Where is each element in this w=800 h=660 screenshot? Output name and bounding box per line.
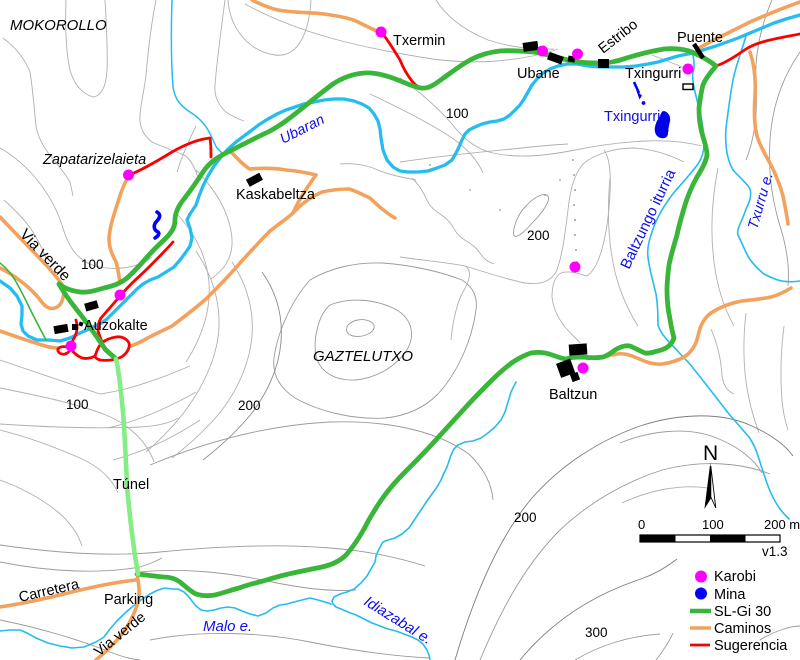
svg-text:Karobi: Karobi [714,569,756,585]
svg-text:Ubane: Ubane [517,66,560,82]
svg-text:Txingurri: Txingurri [625,66,681,82]
svg-text:Túnel: Túnel [113,477,149,493]
svg-text:SL-Gi 30: SL-Gi 30 [714,604,771,620]
svg-text:Txermin: Txermin [393,33,445,49]
svg-text:Baltzun: Baltzun [549,387,597,403]
svg-text:100: 100 [66,397,89,412]
svg-text:Auzokalte: Auzokalte [84,318,148,334]
svg-text:200: 200 [238,398,261,413]
svg-text:v1.3: v1.3 [762,544,788,559]
svg-text:100: 100 [81,257,104,272]
svg-text:200 m: 200 m [764,517,800,532]
svg-text:Sugerencia: Sugerencia [714,638,788,654]
svg-text:Parking: Parking [104,592,153,608]
svg-text:300: 300 [585,625,608,640]
svg-text:Malo e.: Malo e. [203,618,252,635]
svg-text:Zapatarizelaieta: Zapatarizelaieta [42,152,146,168]
svg-text:GAZTELUTXO: GAZTELUTXO [313,348,413,365]
svg-text:MOKOROLLO: MOKOROLLO [10,17,107,34]
svg-text:Puente: Puente [677,30,723,46]
svg-text:Kaskabeltza: Kaskabeltza [236,187,316,203]
svg-text:N: N [703,442,718,465]
svg-text:100: 100 [446,106,469,121]
svg-text:200: 200 [527,228,550,243]
svg-text:0: 0 [638,517,645,532]
svg-text:100: 100 [702,517,724,532]
svg-text:200: 200 [514,510,537,525]
svg-text:Txingurri: Txingurri [604,109,660,125]
svg-text:Caminos: Caminos [714,621,771,637]
svg-text:Mina: Mina [714,587,746,603]
